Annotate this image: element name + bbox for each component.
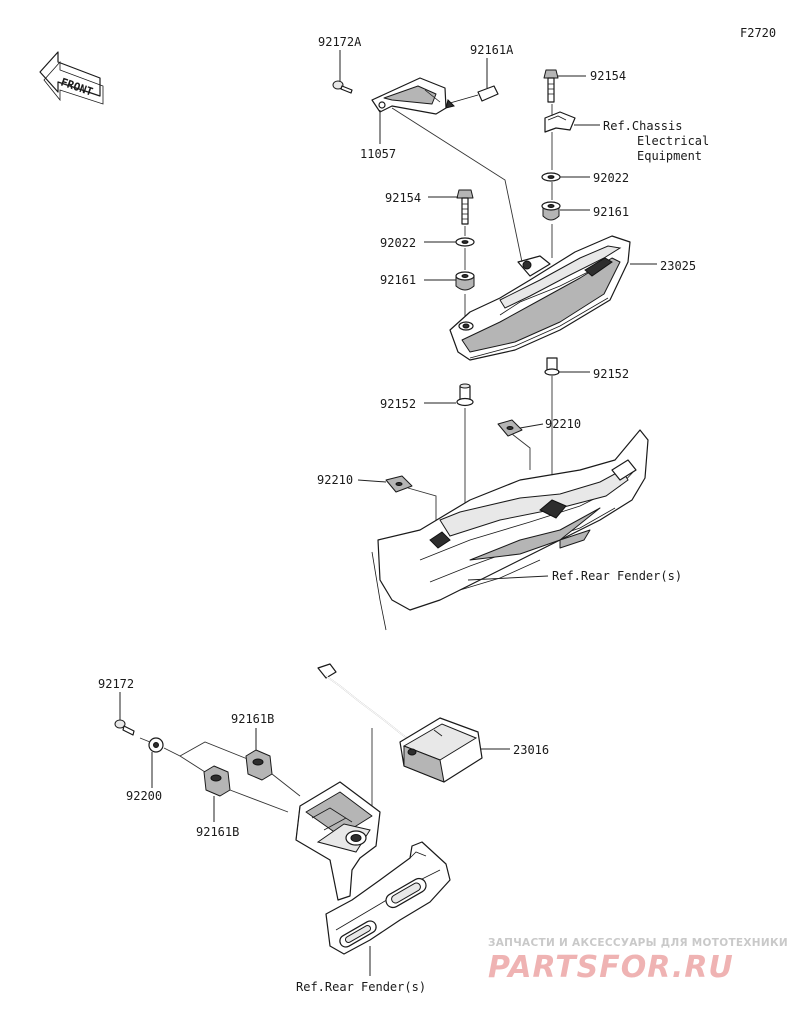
tail-light-23025	[449, 235, 631, 361]
label-ref-rear-fender-upper: Ref.Rear Fender(s)	[552, 569, 682, 583]
rear-fender-upper	[371, 429, 649, 631]
grommet-92161b-upper	[245, 749, 273, 781]
bracket-11057	[371, 77, 447, 115]
bolt-92154-left	[456, 189, 474, 225]
label-11057: 11057	[360, 147, 396, 161]
label-92161b-lower: 92161B	[196, 825, 239, 839]
spacer-92152-left	[456, 383, 474, 407]
label-92161b-upper: 92161B	[231, 712, 274, 726]
screw-92172a	[332, 80, 353, 94]
washer-92200	[148, 737, 164, 753]
label-ref-chassis-1: Ref.Chassis	[603, 119, 682, 133]
washer-92022-right	[541, 172, 561, 182]
label-92154-top: 92154	[590, 69, 626, 83]
label-92210-left: 92210	[317, 473, 353, 487]
label-92172a: 92172A	[318, 35, 362, 49]
rear-fender-lower	[325, 841, 451, 955]
spacer-92152-right	[544, 357, 560, 376]
label-92172: 92172	[98, 677, 134, 691]
label-92200: 92200	[126, 789, 162, 803]
label-92161-right: 92161	[593, 205, 629, 219]
license-light-23016	[317, 663, 483, 783]
washer-92022-left	[455, 237, 475, 247]
label-92210-right: 92210	[545, 417, 581, 431]
label-92022-right: 92022	[593, 171, 629, 185]
label-92022-left: 92022	[380, 236, 416, 250]
license-bracket	[295, 781, 381, 901]
label-92161-left: 92161	[380, 273, 416, 287]
grommet-92161-left	[455, 271, 475, 291]
label-92152-right: 92152	[593, 367, 629, 381]
label-92152-left: 92152	[380, 397, 416, 411]
label-92161a: 92161A	[470, 43, 514, 57]
label-ref-chassis-3: Equipment	[637, 149, 702, 163]
label-ref-rear-fender-lower: Ref.Rear Fender(s)	[296, 980, 426, 994]
grommet-92161-right	[541, 201, 561, 221]
nut-92210-right	[497, 419, 523, 437]
screw-92172	[114, 719, 135, 736]
label-23016: 23016	[513, 743, 549, 757]
clip-92161a	[445, 85, 499, 109]
bolt-92154-right	[543, 69, 559, 103]
watermark-logo: PARTSFOR.RU	[488, 950, 734, 985]
front-arrow-icon: FRONT	[39, 51, 104, 105]
grommet-92161b-lower	[203, 765, 231, 797]
watermark-tagline: ЗАПЧАСТИ И АКСЕССУАРЫ ДЛЯ МОТОТЕХНИКИ	[488, 937, 788, 949]
label-92154-left: 92154	[385, 191, 421, 205]
chassis-clip	[544, 111, 576, 133]
label-23025: 23025	[660, 259, 696, 273]
nut-92210-left	[385, 475, 413, 493]
figure-code: F2720	[740, 26, 777, 40]
label-ref-chassis-2: Electrical	[637, 134, 709, 148]
